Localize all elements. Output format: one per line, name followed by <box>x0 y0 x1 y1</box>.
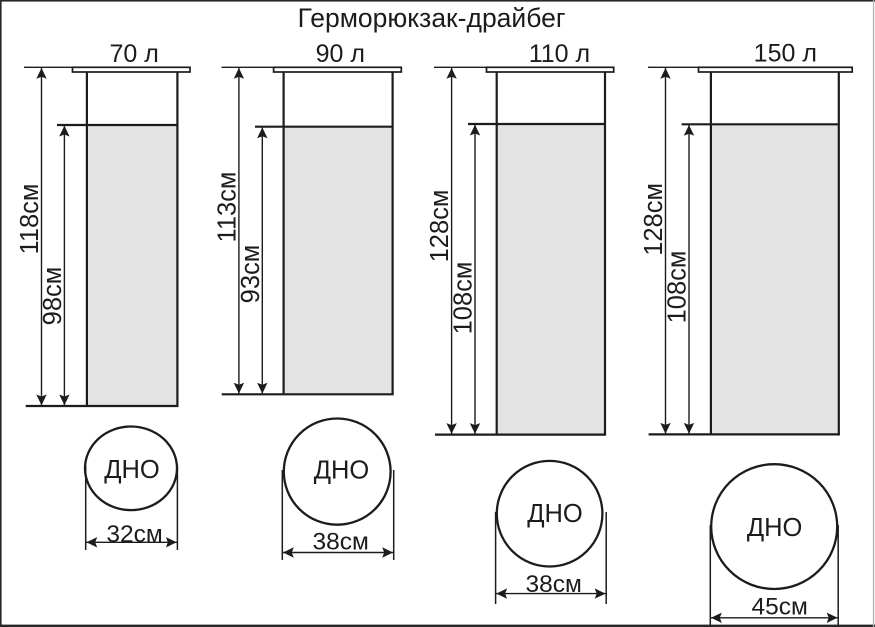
svg-text:93см: 93см <box>237 245 265 304</box>
svg-text:118см: 118см <box>16 184 44 255</box>
svg-text:113см: 113см <box>213 172 241 243</box>
svg-text:32см: 32см <box>106 521 162 548</box>
svg-text:38см: 38см <box>526 571 582 598</box>
svg-text:Герморюкзак-драйбег: Герморюкзак-драйбег <box>298 3 566 33</box>
svg-text:110 л: 110 л <box>529 40 590 68</box>
svg-text:ДНО: ДНО <box>527 500 583 528</box>
svg-text:98см: 98см <box>39 267 67 326</box>
svg-text:150 л: 150 л <box>754 40 817 68</box>
svg-text:90 л: 90 л <box>316 40 365 68</box>
svg-text:ДНО: ДНО <box>747 514 803 542</box>
svg-text:128см: 128см <box>640 183 668 256</box>
svg-text:ДНО: ДНО <box>104 456 160 484</box>
svg-text:108см: 108см <box>664 251 692 324</box>
svg-text:ДНО: ДНО <box>314 457 370 485</box>
svg-text:38см: 38см <box>313 528 369 555</box>
svg-text:108см: 108см <box>450 262 478 335</box>
svg-text:128см: 128см <box>426 190 454 263</box>
svg-text:45см: 45см <box>752 594 808 621</box>
svg-text:70 л: 70 л <box>110 40 159 68</box>
